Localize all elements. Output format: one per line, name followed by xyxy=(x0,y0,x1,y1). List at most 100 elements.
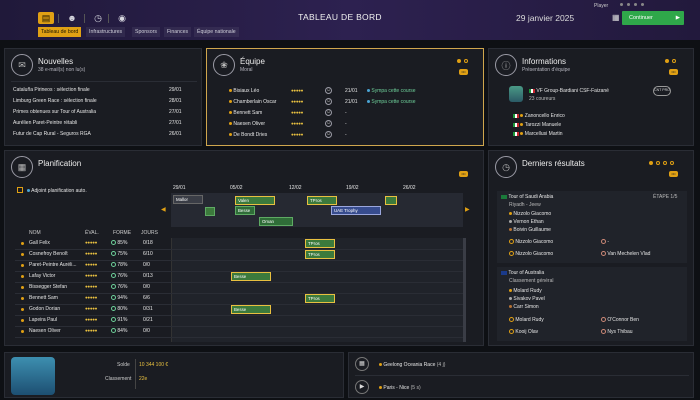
stopwatch-icon[interactable]: ◷ xyxy=(94,12,102,23)
settings-icon[interactable] xyxy=(627,3,630,6)
more-button[interactable]: ••• xyxy=(459,171,468,177)
result-rider[interactable]: Molard Rudy xyxy=(515,317,544,323)
rider-name[interactable]: Bissegger Stefan xyxy=(29,284,68,290)
calendar-icon[interactable]: ▦ xyxy=(355,357,369,371)
tab-national-team[interactable]: Équipe nationale xyxy=(194,27,239,37)
rider-form: 94% xyxy=(111,295,127,301)
race-bar[interactable] xyxy=(385,196,397,205)
race-bar[interactable] xyxy=(205,207,215,216)
result-rider[interactable]: Nizzolo Giacomo xyxy=(515,251,554,257)
column-name[interactable]: NOM xyxy=(29,230,41,236)
rating-stars: ●●●●● xyxy=(85,251,98,256)
tab-infrastructures[interactable]: Infrastructures xyxy=(86,27,126,37)
team-badge: CNT PRO xyxy=(653,86,671,96)
next-arrow-icon[interactable]: ▶ xyxy=(465,207,470,213)
race-stage: ÉTAPE 1/5 xyxy=(653,194,678,200)
result-rider[interactable]: Nizzolo Giacomo xyxy=(513,211,552,217)
race-bar[interactable]: TPros xyxy=(305,250,335,259)
news-item[interactable]: Cataluña Pirineos : sélection finale xyxy=(13,87,90,93)
team-rider-name[interactable]: De Bondt Dries xyxy=(233,132,268,138)
envelope-icon: ✉ xyxy=(11,54,33,76)
race-bar[interactable]: Besse xyxy=(231,305,271,314)
result-rider[interactable]: O'Connor Ben xyxy=(607,317,639,323)
close-icon[interactable] xyxy=(641,3,644,6)
race-name[interactable]: Tour of Saudi Arabia xyxy=(508,194,554,200)
more-button[interactable]: ••• xyxy=(669,171,678,177)
rider-name[interactable]: Godon Dorian xyxy=(29,306,61,312)
team-name[interactable]: VF Group-Bardiani CSF-Faizané xyxy=(536,88,609,94)
mood-note: Sympa cette course xyxy=(371,88,416,94)
continue-button[interactable]: Continuer▶ xyxy=(622,11,684,25)
result-rider[interactable]: - xyxy=(607,239,610,245)
page-dots[interactable] xyxy=(665,59,676,63)
rider-name[interactable]: Paret-Peintre Auréli... xyxy=(29,262,77,268)
timeline-date: 12/02 xyxy=(289,185,302,191)
page-title: TABLEAU DE BORD xyxy=(298,12,382,22)
result-rider[interactable]: Carr Simon xyxy=(513,304,539,310)
rider-name[interactable]: Gall Felix xyxy=(29,240,50,246)
team-rider-name[interactable]: Bennett Sam xyxy=(233,110,263,116)
result-rider[interactable]: Nys Thibau xyxy=(607,329,633,335)
staff-name[interactable]: Zanoncello Enrico xyxy=(524,113,565,119)
race-name[interactable]: Tour of Australia xyxy=(508,270,545,276)
result-rider[interactable]: Boivin Guillaume xyxy=(513,227,551,233)
help-icon[interactable] xyxy=(634,3,637,6)
scrollbar[interactable] xyxy=(463,238,466,342)
window-dots[interactable] xyxy=(620,3,644,6)
play-icon[interactable]: ▶ xyxy=(355,380,369,394)
news-date: 26/01 xyxy=(169,131,182,137)
prev-arrow-icon[interactable]: ◀ xyxy=(161,207,166,213)
race-bar[interactable]: TPros xyxy=(305,239,335,248)
result-rider[interactable]: Kooij Olav xyxy=(515,329,539,335)
result-rider[interactable]: Vernon Ethan xyxy=(513,219,544,225)
staff-name[interactable]: Tarozzi Manuele xyxy=(524,122,562,128)
news-item[interactable]: Futur de Cap Rural - Seguros RGA xyxy=(13,131,91,137)
column-form[interactable]: FORME xyxy=(113,230,132,236)
rider-name[interactable]: Bennett Sam xyxy=(29,295,58,301)
globe-icon[interactable]: ◉ xyxy=(118,12,126,23)
upcoming-race[interactable]: Geelong Oceania Race xyxy=(383,362,436,368)
team-rider-name[interactable]: Bisiaux Léo xyxy=(233,88,260,94)
page-dots[interactable] xyxy=(457,59,468,63)
rider-name[interactable]: Naesen Oliver xyxy=(29,328,61,334)
page-dots[interactable] xyxy=(649,161,674,165)
column-eval[interactable]: ÉVAL. xyxy=(85,230,99,236)
result-rider[interactable]: Van Mechelen Vlad xyxy=(607,251,651,257)
more-button[interactable]: ••• xyxy=(669,69,678,75)
tab-sponsors[interactable]: Sponsors xyxy=(132,27,160,37)
news-item[interactable]: Primes obtenues sur Tour of Australia xyxy=(13,109,97,115)
race-bar[interactable]: Besse xyxy=(231,272,271,281)
race-bar[interactable]: Mallor xyxy=(173,195,203,204)
race-bar[interactable]: UAE Trophy xyxy=(331,206,381,215)
race-bar[interactable]: Oman xyxy=(259,217,293,226)
staff-name[interactable]: Marcellusi Martin xyxy=(524,131,563,137)
race-bar[interactable]: Valen xyxy=(235,196,275,205)
ranking-value: 22e xyxy=(139,376,148,382)
result-rider[interactable]: Molard Rudy xyxy=(513,288,542,294)
rider-name[interactable]: Lapeira Paul xyxy=(29,317,58,323)
team-rider-name[interactable]: Naesen Oliver xyxy=(233,121,266,127)
user-icon[interactable] xyxy=(620,3,623,6)
news-item[interactable]: Limburg Green Race : sélection finale xyxy=(13,98,97,104)
rider-name[interactable]: Cosnefroy Benoît xyxy=(29,251,68,257)
result-rider[interactable]: Nizzolo Giacomo xyxy=(515,239,554,245)
tab-dashboard[interactable]: Tableau de bord xyxy=(38,27,82,37)
more-button[interactable]: ••• xyxy=(459,69,468,75)
news-item[interactable]: Aurélien Paret-Peintre rétabli xyxy=(13,120,78,126)
race-bar[interactable]: Besse xyxy=(235,206,255,215)
calendar-icon[interactable]: ▦ xyxy=(612,13,620,22)
rider-name[interactable]: Lafay Victor xyxy=(29,273,56,279)
result-rider[interactable]: Sivakov Pavel xyxy=(513,296,545,302)
tab-finances[interactable]: Finances xyxy=(164,27,192,37)
auto-label: Adjoint planification auto. xyxy=(31,188,87,194)
briefcase-icon[interactable]: ▤ xyxy=(38,12,54,24)
auto-checkbox[interactable] xyxy=(17,187,23,193)
team-rider-name[interactable]: Chamberlain Oscar xyxy=(233,99,277,105)
upcoming-race[interactable]: Paris - Nice xyxy=(383,385,410,391)
timeline-date: 29/01 xyxy=(173,185,186,191)
rider-days: 0/18 xyxy=(143,240,153,246)
column-days[interactable]: JOURS xyxy=(141,230,158,236)
race-bar[interactable]: TPros xyxy=(307,196,337,205)
race-bar[interactable]: TPros xyxy=(305,294,335,303)
team-icon[interactable]: ☻ xyxy=(67,13,77,23)
